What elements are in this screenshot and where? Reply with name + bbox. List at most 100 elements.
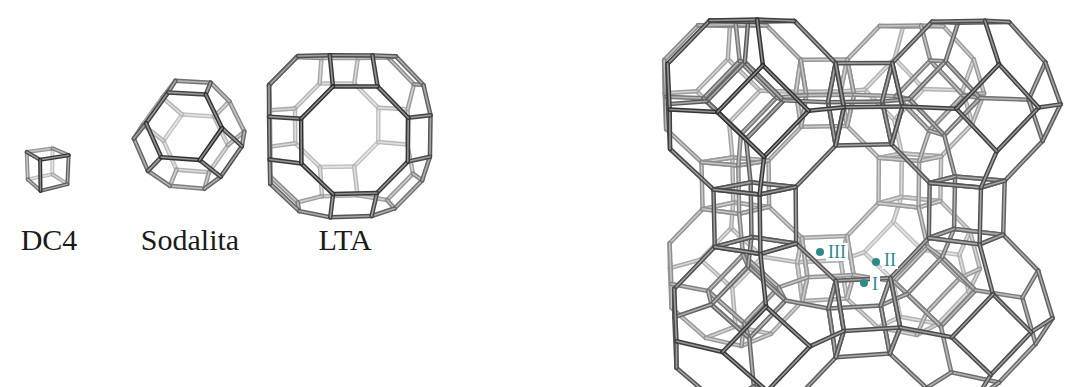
cage-edge [847,236,854,275]
edge-highlight [956,64,999,108]
edge-highlight [229,101,244,131]
edge-highlight [666,97,704,99]
edge-highlight [52,148,54,174]
edge-outline [879,158,919,161]
edge-highlight [715,247,761,254]
cage-edge [882,99,909,102]
edge-highlight [890,328,900,354]
cage-edge [795,187,796,244]
cage-edge [981,151,997,187]
edge-highlight [746,100,784,139]
edge-highlight [847,95,854,126]
cage-edge [836,62,893,63]
edge-highlight [909,99,944,135]
edge-outline [928,247,943,258]
edge-highlight [170,170,177,186]
cage-edge [395,180,423,208]
edge-outline [408,115,430,117]
edge-outline [1029,62,1046,99]
edge-highlight [298,196,322,202]
cage-edge [745,22,748,62]
cage-edge [200,128,222,160]
edge-highlight [40,155,69,160]
cage-edge [1022,271,1038,298]
edge-highlight [268,117,270,160]
edge-highlight [985,21,999,64]
edge-outline [330,53,373,58]
cage-edge [1005,141,1043,181]
edge-highlight [902,106,956,108]
cage-edge [980,235,1004,245]
cage-edge [754,386,798,387]
cage-edge [759,195,761,254]
edge-highlight [670,243,672,284]
edge-outline [676,341,722,352]
edge-highlight [206,94,222,128]
cage-edge [762,257,797,262]
edge-highlight [836,62,893,64]
edge-outline [847,299,878,328]
edge-highlight [333,193,377,194]
edge-highlight [378,108,407,109]
cage-edge [299,211,330,217]
edge-highlight [980,235,1004,245]
edge-outline [997,108,1039,152]
edge-outline [801,60,807,95]
edge-outline [892,106,903,144]
edge-highlight [847,236,854,275]
edge-highlight [892,106,903,144]
cage-edge [703,209,740,214]
cage-edge [146,92,168,123]
edge-outline [999,64,1039,107]
edge-outline [802,238,807,278]
edge-outline [930,183,981,188]
edge-highlight [269,117,301,119]
edge-highlight [981,151,997,187]
edge-outline [993,294,1031,332]
edge-highlight [333,86,378,88]
edge-outline [779,277,808,287]
edge-highlight [354,166,357,195]
cage-edge [715,247,761,254]
edge-highlight [168,92,206,94]
cage-edge [921,25,943,27]
cage-edge [882,63,892,102]
cage-edge [879,203,919,207]
cage-edge [736,25,740,61]
edge-highlight [760,243,796,254]
edge-highlight [669,110,671,149]
edge-highlight [708,255,743,291]
cage-edge [764,111,808,157]
edge-outline [396,56,424,85]
edge-highlight [918,161,920,207]
edge-highlight [928,247,943,258]
cage-edge [980,235,1004,245]
cage-edge [975,290,1022,297]
cage-edge [728,26,730,59]
cage-edge [270,159,302,163]
edge-outline [929,238,980,244]
edge-highlight [408,115,430,117]
edge-outline [354,166,357,195]
edge-outline [666,97,704,99]
edge-highlight [767,26,801,60]
edge-highlight [907,257,942,294]
unit-name: LTA [318,225,371,255]
edge-outline [204,177,220,189]
edge-outline [879,203,919,207]
cage-edge [320,83,355,84]
cage-edge [836,144,892,145]
edge-outline [942,257,975,290]
edge-highlight [270,184,299,211]
cage-edge [148,157,161,171]
edge-highlight [999,64,1039,107]
cage-edge [746,100,784,139]
edge-highlight [718,65,763,112]
cage-edge [993,294,1031,332]
edge-outline [408,157,430,162]
edge-outline [836,107,844,145]
edge-highlight [847,95,854,126]
cage-edge [760,254,766,307]
edge-highlight [997,108,1039,152]
edge-highlight [890,354,927,387]
